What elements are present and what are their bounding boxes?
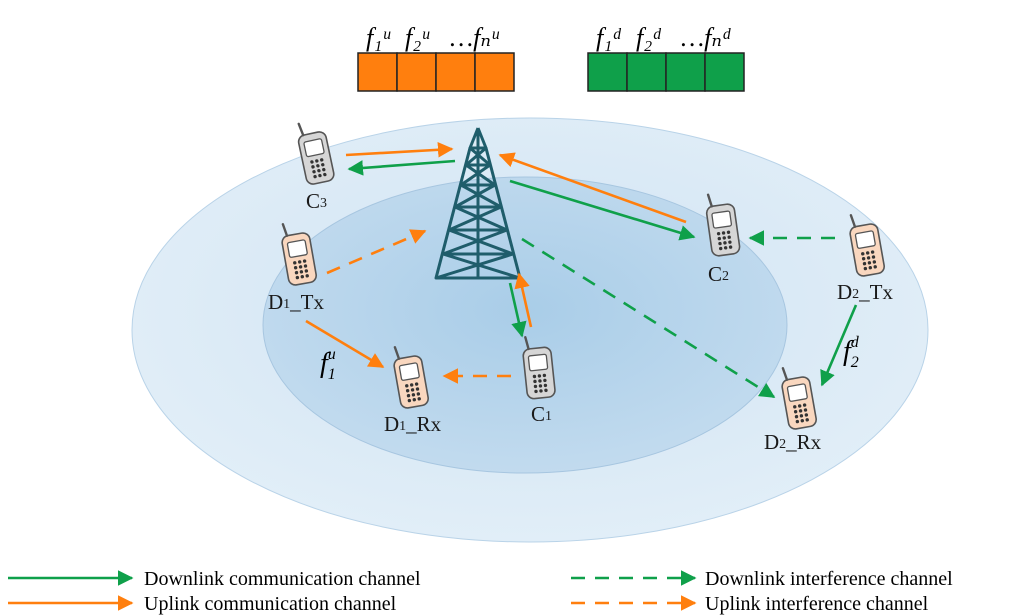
d2-link-frequency-label: f2d [843, 334, 860, 371]
d1-link-frequency-label: f1u [320, 346, 336, 383]
label-c1: C1 [531, 402, 552, 426]
uplink-freq-label-n: …fₙᵘ [450, 23, 500, 52]
c1-uplink-arrow [514, 272, 533, 328]
legend-downlink-interference: Downlink interference channel [571, 568, 953, 590]
interference-links [326, 229, 835, 399]
c3-uplink-arrow [345, 142, 454, 158]
label-d1-rx: D1_Rx [384, 412, 442, 436]
legend-downlink-comm-label: Downlink communication channel [144, 568, 421, 590]
legend-uplink-communication: Uplink communication channel [8, 593, 397, 615]
uplink-frequency-band: f₁ᵘ f₂ᵘ …fₙᵘ [357, 23, 515, 92]
label-c2: C2 [708, 262, 729, 286]
uplink-freq-label-2: f₂ᵘ [405, 23, 430, 52]
c1-downlink-arrow [508, 282, 527, 338]
downlink-freq-label-n: …fₙᵈ [681, 23, 731, 52]
c2-downlink-arrow [509, 179, 696, 241]
c3-downlink-arrow [347, 159, 456, 176]
legend-uplink-interference: Uplink interference channel [571, 593, 929, 615]
label-d2-tx: D2_Tx [837, 280, 893, 304]
legend-downlink-intf-label: Downlink interference channel [705, 568, 953, 590]
label-c3: C3 [306, 189, 327, 213]
label-d1-tx: D1_Tx [268, 290, 324, 314]
label-d2-rx: D2_Rx [764, 430, 822, 454]
base-station-tower-icon [434, 127, 522, 280]
downlink-freq-label-1: f₁ᵈ [596, 23, 621, 52]
downlink-freq-label-2: f₂ᵈ [636, 23, 661, 52]
bs-to-d2rx-interference [521, 237, 776, 399]
legend-uplink-comm-label: Uplink communication channel [144, 593, 397, 615]
legend-uplink-intf-label: Uplink interference channel [705, 593, 929, 615]
legend-downlink-communication: Downlink communication channel [8, 568, 421, 590]
legend: Downlink communication channel Uplink co… [8, 568, 953, 615]
downlink-frequency-band: f₁ᵈ f₂ᵈ …fₙᵈ [587, 23, 745, 92]
d1-d2d-link-arrow [305, 319, 385, 369]
d1tx-to-bs-interference [326, 229, 427, 275]
c2-uplink-arrow [498, 152, 687, 224]
d2-d2d-link-arrow [820, 304, 858, 387]
uplink-freq-label-1: f₁ᵘ [366, 23, 391, 52]
communication-links [305, 142, 858, 387]
